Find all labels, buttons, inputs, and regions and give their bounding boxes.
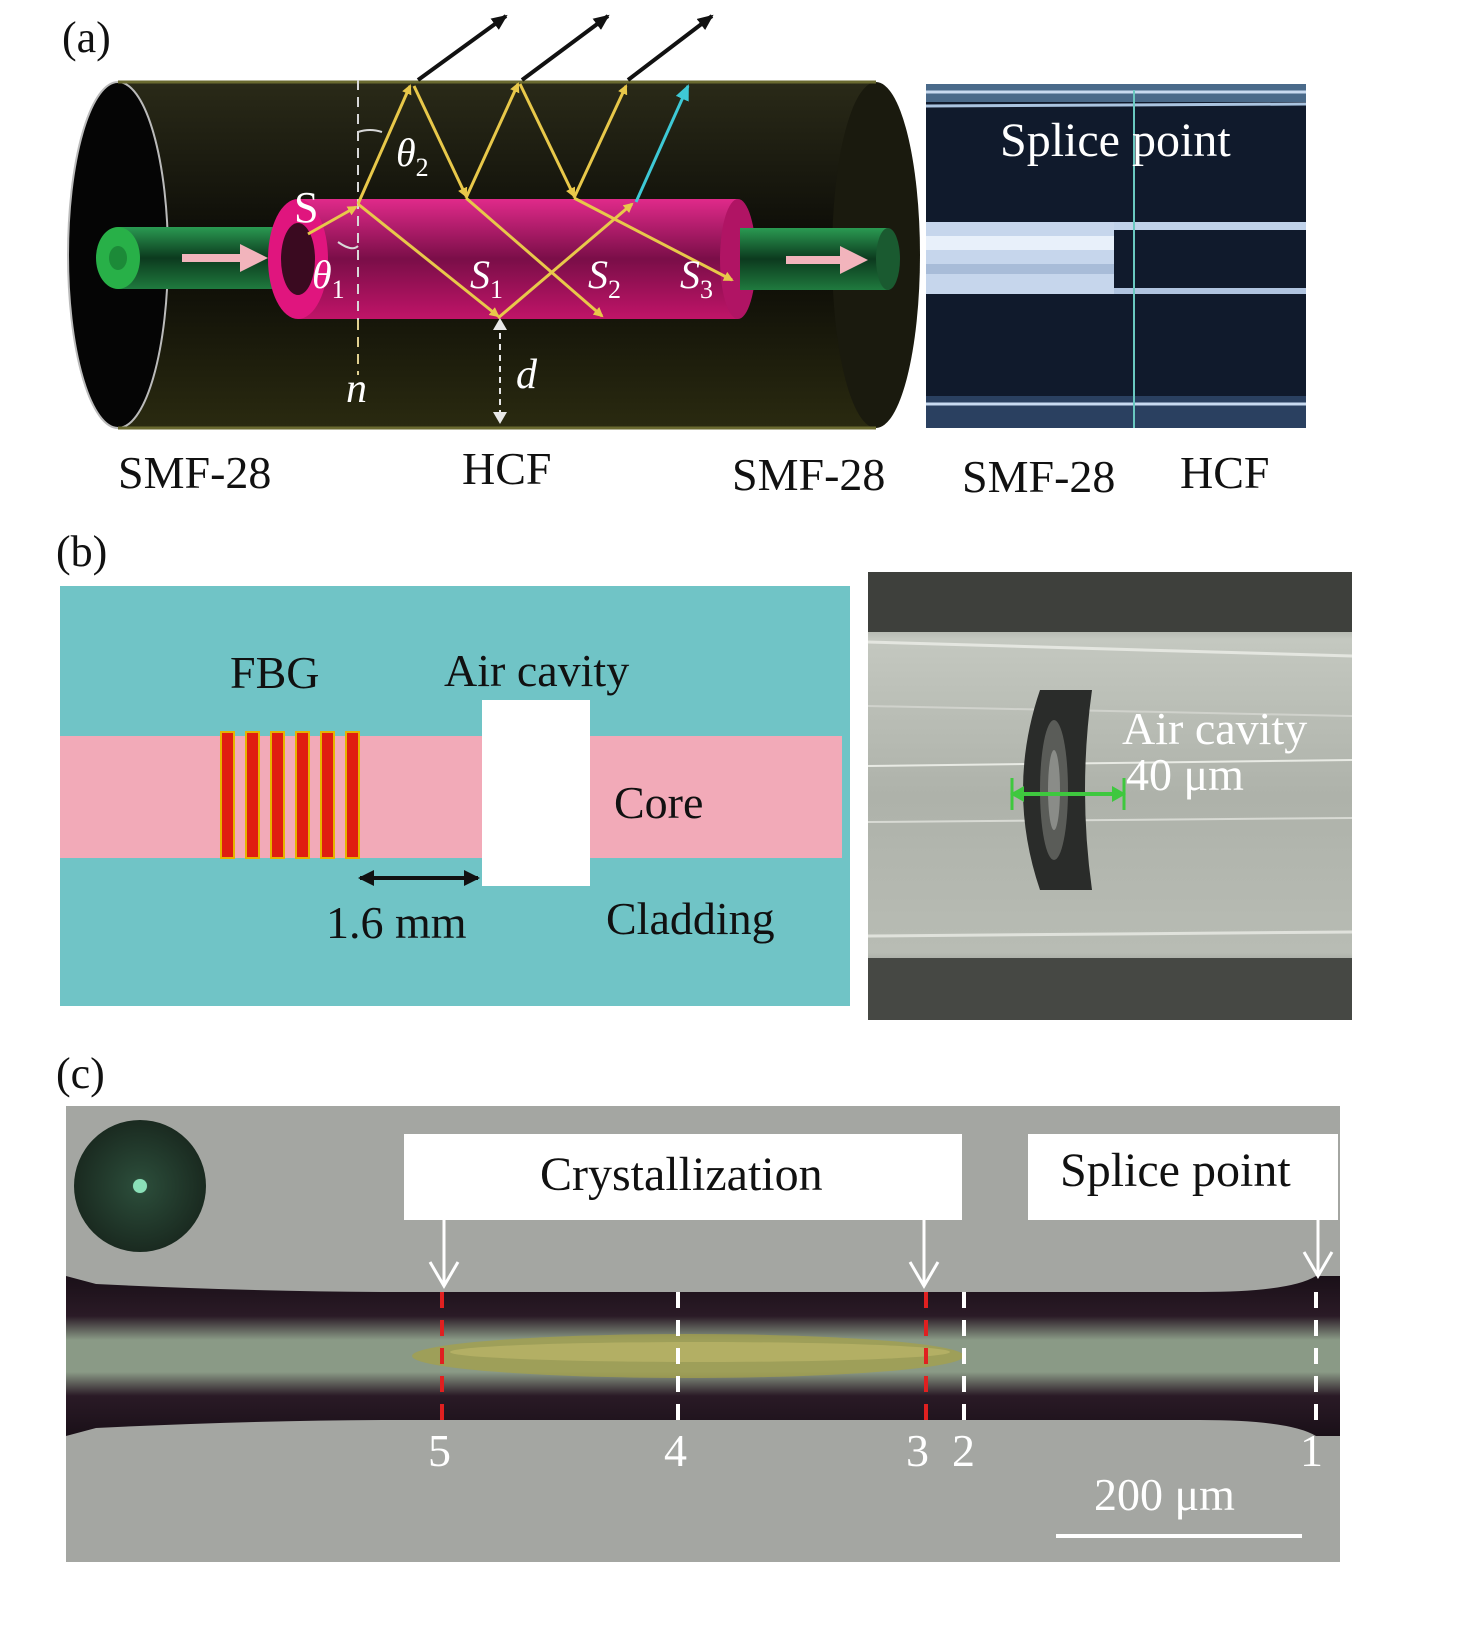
label-photo-splice: Splice point xyxy=(1000,114,1231,167)
label-smf-right: SMF-28 xyxy=(732,449,885,500)
panel-b: (b) FBG Air cavity Core 1.6 mm Cladding xyxy=(56,527,1353,1020)
marker-label-4: 4 xyxy=(664,1425,687,1476)
label-photo-hcf: HCF xyxy=(1180,447,1269,498)
cyan-ray xyxy=(634,84,690,203)
marker-label-1: 1 xyxy=(1300,1425,1323,1476)
label-s3: S3 xyxy=(680,252,713,304)
label-crystallization: Crystallization xyxy=(540,1148,823,1201)
marker-label-5: 5 xyxy=(428,1425,451,1476)
core-region xyxy=(60,736,842,858)
input-arrow-head xyxy=(240,244,268,272)
splice-point-box xyxy=(1028,1134,1338,1220)
panel-c: (c) Crystallization Splice point 5 4 xyxy=(56,1049,1340,1562)
output-arrow-head xyxy=(840,246,868,274)
fbg-grating xyxy=(220,731,360,859)
label-d: d xyxy=(516,352,538,398)
label-photo-size: 40 μm xyxy=(1126,749,1244,800)
marker-label-2: 2 xyxy=(952,1425,975,1476)
panel-c-label: (c) xyxy=(56,1049,105,1098)
label-s: S xyxy=(294,183,318,232)
label-n: n xyxy=(346,366,367,412)
callout-arrows xyxy=(428,1220,1334,1289)
label-theta2: θ2 xyxy=(396,130,429,182)
splice-photo xyxy=(925,84,1307,428)
label-core: Core xyxy=(614,777,703,828)
hcf-tube xyxy=(268,199,756,319)
scale-bar-label: 200 μm xyxy=(1094,1469,1235,1520)
label-s1: S1 xyxy=(470,252,503,304)
air-cavity-block xyxy=(482,700,590,886)
black-rays xyxy=(416,14,714,82)
panel-a: (a) xyxy=(62,13,1307,502)
label-cladding: Cladding xyxy=(606,893,775,944)
theta1-arc xyxy=(337,241,359,250)
marker-label-3: 3 xyxy=(906,1425,929,1476)
theta2-arc xyxy=(357,129,383,133)
label-fbg: FBG xyxy=(230,647,319,698)
label-smf-left: SMF-28 xyxy=(118,447,271,498)
panel-a-label: (a) xyxy=(62,13,111,62)
yellow-rays xyxy=(307,82,734,320)
panel-b-label: (b) xyxy=(56,527,107,576)
label-photo-smf: SMF-28 xyxy=(962,451,1115,502)
crystallization-box xyxy=(404,1134,962,1220)
label-distance: 1.6 mm xyxy=(326,897,467,948)
label-photo-air-cavity: Air cavity xyxy=(1122,703,1307,754)
label-theta1: θ1 xyxy=(312,252,345,304)
label-hcf: HCF xyxy=(462,443,551,494)
label-air-cavity: Air cavity xyxy=(444,645,629,696)
label-splice-point: Splice point xyxy=(1060,1144,1291,1197)
label-s2: S2 xyxy=(588,252,621,304)
